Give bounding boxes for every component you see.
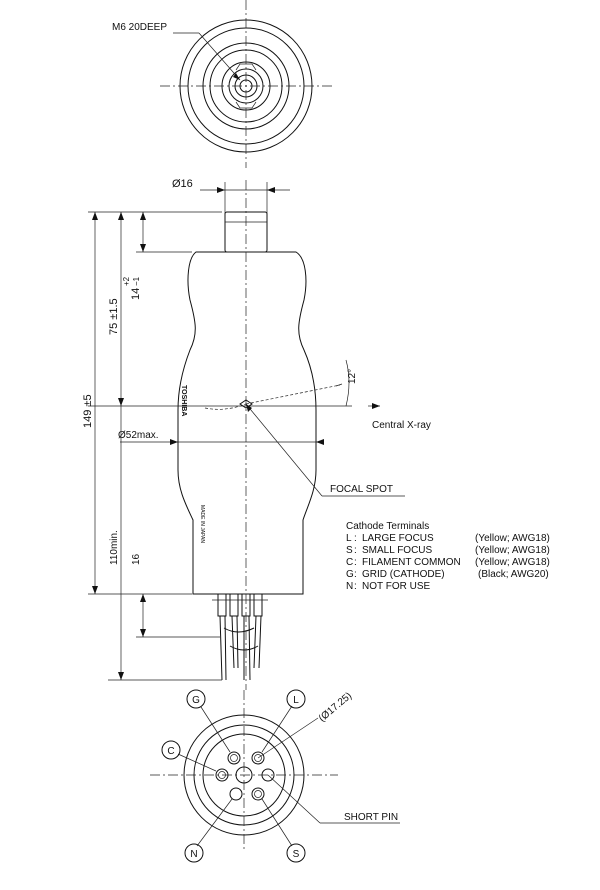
tol-14-lower: −1 <box>132 276 141 286</box>
callout-l: L <box>293 695 299 706</box>
terminal-desc-s: SMALL FOCUS <box>362 545 433 556</box>
terminal-desc-c: FILAMENT COMMON <box>362 557 461 568</box>
callout-s: S <box>293 849 300 860</box>
central-xray-label: Central X-ray <box>372 420 431 431</box>
terminal-wire-g: (Black; AWG20) <box>478 569 549 580</box>
terminal-sep-s: : <box>354 545 357 556</box>
cathode-terminals-legend: Cathode Terminals L : LARGE FOCUS (Yello… <box>346 521 550 592</box>
terminal-desc-g: GRID (CATHODE) <box>362 569 445 580</box>
base-pins <box>212 593 268 681</box>
terminal-sep-g: : <box>354 569 357 580</box>
dia-52-label: Ø52max. <box>118 430 159 441</box>
terminal-sep-l: : <box>354 533 357 544</box>
terminal-wire-l: (Yellow; AWG18) <box>475 533 550 544</box>
callout-g: G <box>192 695 200 706</box>
terminal-wire-c: (Yellow; AWG18) <box>475 557 550 568</box>
len-149-label: 149 ±5 <box>82 394 94 428</box>
terminal-desc-l: LARGE FOCUS <box>362 533 434 544</box>
callout-n: N <box>190 849 197 860</box>
brand-label: TOSHIBA <box>180 385 187 416</box>
terminal-code-g: G <box>346 569 354 580</box>
dia-top-label: Ø16 <box>172 178 193 190</box>
top-view: M6 20DEEP <box>112 0 332 168</box>
terminal-code-s: S <box>346 545 353 556</box>
thread-label: M6 20DEEP <box>112 22 167 33</box>
short-pin-label: SHORT PIN <box>344 812 398 823</box>
tol-14-upper: +2 <box>122 276 131 286</box>
len-75-label: 75 ±1.5 <box>108 298 120 335</box>
len-16-label: 16 <box>131 553 142 565</box>
side-view: Ø16 Central X-ray <box>82 178 431 690</box>
terminal-wire-s: (Yellow; AWG18) <box>475 545 550 556</box>
pcd-label: (Ø17.25) <box>317 691 354 725</box>
len-14-label: 14 <box>130 288 142 300</box>
terminals-title: Cathode Terminals <box>346 521 429 532</box>
bottom-view: (Ø17.25) SHORT PIN G L C N S <box>150 689 400 863</box>
focal-spot-label: FOCAL SPOT <box>330 484 393 495</box>
terminal-sep-c: : <box>354 557 357 568</box>
callout-c: C <box>167 746 174 757</box>
terminal-code-l: L <box>346 533 352 544</box>
len-110-label: 110min. <box>109 530 120 565</box>
terminal-desc-n: NOT FOR USE <box>362 581 430 592</box>
terminal-sep-n: : <box>354 581 357 592</box>
terminal-code-c: C <box>346 557 353 568</box>
angle-label: 12° <box>347 369 358 384</box>
terminal-code-n: N <box>346 581 353 592</box>
made-in-label: MADE IN JAPAN <box>199 505 205 543</box>
